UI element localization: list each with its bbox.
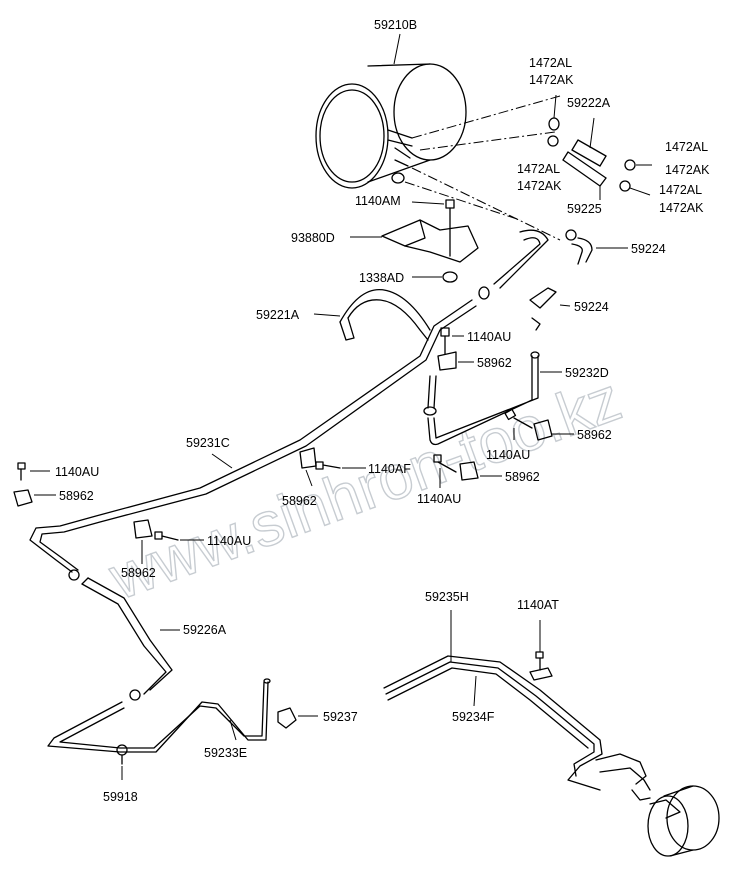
label-59210B: 59210B (374, 18, 417, 32)
label-1140AU-e: 1140AU (207, 534, 251, 548)
hose-59221A (313, 288, 431, 341)
tube-upper (478, 229, 549, 300)
label-58962-c: 58962 (282, 494, 317, 508)
label-1472AL-c: 1472AL (517, 162, 560, 176)
label-1472AK-c: 1472AK (517, 179, 562, 193)
bolt-1140AU-d (433, 454, 457, 488)
nut-1338AD (412, 271, 458, 283)
label-59231C: 59231C (186, 436, 230, 450)
leader-line (404, 181, 521, 221)
label-58962-d: 58962 (577, 428, 612, 442)
hose-59224-upper (565, 229, 628, 265)
label-59224-a: 59224 (631, 242, 666, 256)
hose-59224-lower (529, 287, 571, 331)
tube-59233E (47, 678, 271, 753)
hose-59225 (562, 151, 607, 200)
bolt-1140AU-b (17, 462, 50, 481)
label-59237: 59237 (323, 710, 358, 724)
clip-58962-e (459, 461, 502, 481)
label-59235H: 59235H (425, 590, 469, 604)
label-1140AU-d: 1140AU (417, 492, 461, 506)
label-59225: 59225 (567, 202, 602, 216)
bolt-1140AT (529, 620, 553, 681)
label-59234F: 59234F (452, 710, 495, 724)
label-58962-f: 58962 (121, 566, 156, 580)
watermark: www.sinhron-too.kz (100, 364, 630, 613)
label-59233E: 59233E (204, 746, 247, 760)
label-1472AL-d: 1472AL (659, 183, 702, 197)
bolt-1140AF (315, 461, 366, 470)
part-59918 (116, 744, 128, 780)
label-59226A: 59226A (183, 623, 227, 637)
clip-58962-f (133, 519, 153, 564)
label-1472AL-b: 1472AL (665, 140, 708, 154)
clip-58962-a (437, 351, 474, 371)
leader-line (411, 95, 561, 139)
bolt-1140AU-c (504, 408, 533, 440)
tube-bundle-59234F (383, 610, 651, 791)
clip-58962-d (533, 419, 574, 441)
label-1140AU-a: 1140AU (467, 330, 511, 344)
label-59918: 59918 (103, 790, 138, 804)
leader-line (419, 131, 556, 151)
clip-58962-b (13, 489, 56, 507)
bolt-1140AU-a (440, 327, 464, 355)
label-1472AL-a: 1472AL (529, 56, 572, 70)
hose-59222A (571, 117, 607, 167)
label-58962-b: 58962 (59, 489, 94, 503)
tube-59232D (423, 351, 562, 446)
label-1140AF: 1140AF (368, 462, 411, 476)
label-59224-b: 59224 (574, 300, 609, 314)
bracket-93880D (350, 219, 479, 263)
label-93880D: 93880D (291, 231, 335, 245)
tube-59231C (29, 299, 477, 573)
label-58962-a: 58962 (477, 356, 512, 370)
clamp-1472-d (619, 180, 651, 196)
clamp-1472-a (548, 94, 560, 131)
label-59222A: 59222A (567, 96, 611, 110)
label-1472AK-a: 1472AK (529, 73, 574, 87)
part-59237 (277, 707, 318, 729)
label-1472AK-b: 1472AK (665, 163, 710, 177)
label-1140AM: 1140AM (355, 194, 401, 208)
fuel-filter (631, 785, 720, 857)
label-1140AT: 1140AT (517, 598, 559, 612)
leader-line (411, 167, 561, 241)
label-59232D: 59232D (565, 366, 609, 380)
hose-59226A (68, 569, 180, 701)
clamp-1472-c (624, 159, 652, 171)
label-1140AU-b: 1140AU (55, 465, 99, 479)
label-1338AD: 1338AD (359, 271, 404, 285)
label-59221A: 59221A (256, 308, 300, 322)
bolt-1140AM (411, 199, 455, 257)
clamp-1472-b (547, 135, 559, 147)
label-1140AU-c: 1140AU (486, 448, 530, 462)
canister-59210B (315, 63, 467, 189)
label-58962-e: 58962 (505, 470, 540, 484)
label-1472AK-d: 1472AK (659, 201, 704, 215)
bolt-1140AU-e (154, 531, 204, 541)
